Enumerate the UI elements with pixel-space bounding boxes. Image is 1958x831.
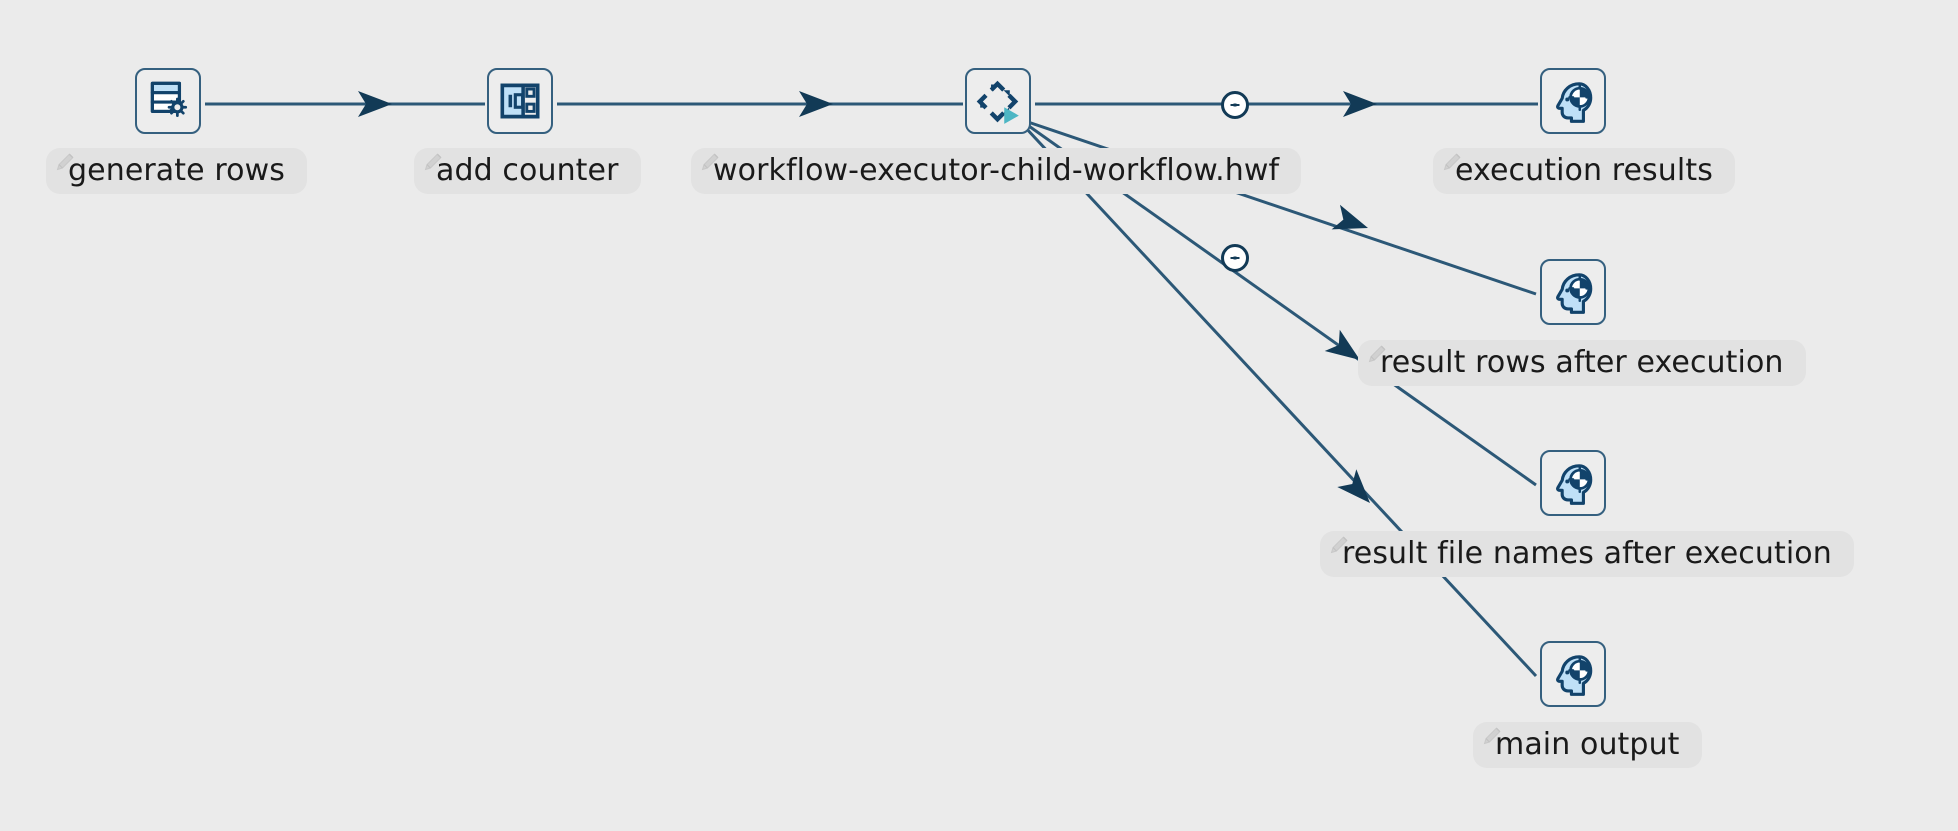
hop-badge-result-rows[interactable] [1221,244,1249,272]
node-main-output[interactable] [1540,641,1606,707]
double-arrow-icon [1226,96,1244,114]
node-label-text: generate rows [68,153,285,188]
node-add-counter[interactable] [487,68,553,134]
add-counter-icon [495,76,545,126]
brain-head-icon [1548,458,1598,508]
node-workflow-executor[interactable] [965,68,1031,134]
node-result-file-names-after-execution[interactable] [1540,450,1606,516]
node-label-main-output[interactable]: main output [1473,722,1702,768]
node-execution-results[interactable] [1540,68,1606,134]
table-gear-icon [143,76,193,126]
brain-head-icon [1548,649,1598,699]
node-label-text: add counter [436,153,619,188]
node-label-text: main output [1495,727,1680,762]
node-label-generate-rows[interactable]: generate rows [46,148,307,194]
node-label-add-counter[interactable]: add counter [414,148,641,194]
brain-head-icon [1548,76,1598,126]
workflow-executor-icon [973,76,1023,126]
node-generate-rows[interactable] [135,68,201,134]
hop-badge-execution-results[interactable] [1221,91,1249,119]
double-arrow-icon [1226,249,1244,267]
brain-head-icon [1548,267,1598,317]
node-result-rows-after-execution[interactable] [1540,259,1606,325]
